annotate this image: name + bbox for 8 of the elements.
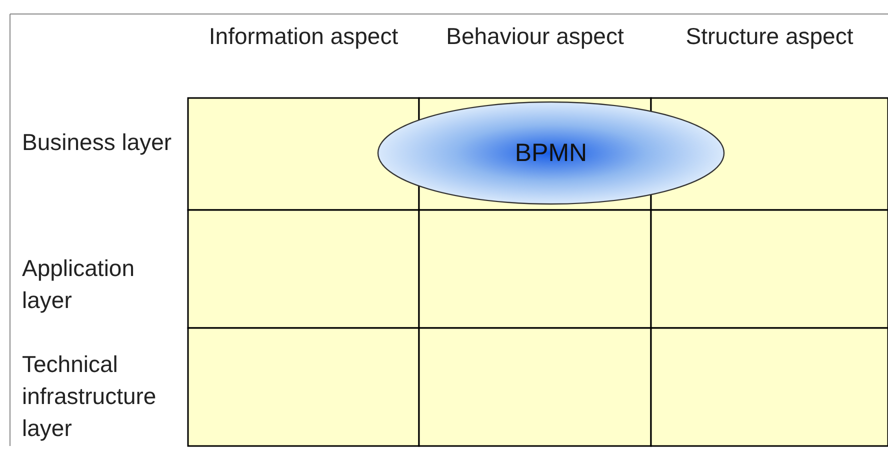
- row-header: Business layer: [22, 128, 173, 157]
- row-header: Technical infrastructure layer: [22, 350, 158, 443]
- column-header: Behaviour aspect: [445, 22, 625, 51]
- node-label: BPMN: [514, 138, 588, 168]
- ellipse-node: [377, 101, 725, 205]
- row-header: Application layer: [22, 254, 136, 315]
- column-header: Information aspect: [208, 22, 400, 51]
- column-header: Structure aspect: [684, 22, 854, 51]
